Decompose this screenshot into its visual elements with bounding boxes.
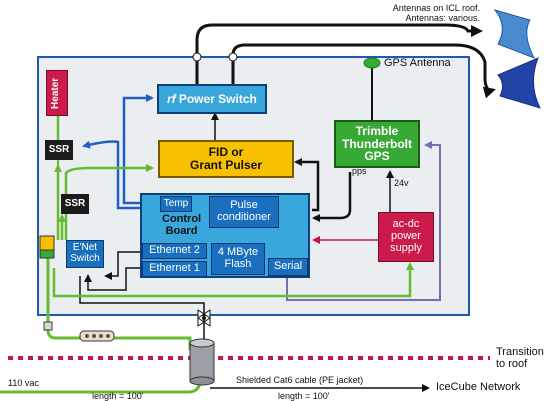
ethernet2-line [104,251,140,280]
heater-label: Heater [50,77,62,109]
ssr-heater-label: SSR [48,143,70,155]
antenna-1-icon [493,9,536,59]
temp-box: Temp [160,196,192,212]
ethernet1-box: Ethernet 1 [142,261,207,277]
connector-node [192,52,202,62]
green-line-fid [64,164,154,240]
ethernet2-box: Ethernet 2 [142,243,207,259]
serial-box: Serial [268,258,308,276]
temp-label: Temp [163,197,189,209]
icecube-network-label: IceCube Network [436,381,521,393]
transition-label: Transition to roof [496,346,544,371]
antenna-cable-1 [195,23,483,84]
antennas-label: Antennas on ICL roof. Antennas: various. [392,3,480,24]
24v-label: 24v [394,178,409,188]
green-line-acdc [52,262,414,298]
fid-pulser-box: FID or Grant Pulser [158,140,294,178]
rf-label: rf [167,91,176,106]
cable-label: Shielded Cat6 cable (PE jacket) [236,375,364,385]
length-right-label: length = 100' [278,391,330,401]
control-board-label: Control Board [162,213,202,238]
feedthrough-node [202,316,206,320]
ethernet1-line [84,267,140,291]
rf-power-switch-box: rf Power Switch [157,84,267,114]
antenna-cable-2 [231,43,496,99]
ethernet1-label: Ethernet 1 [149,262,200,275]
gps-antenna-label: GPS Antenna [384,57,451,69]
trimble-gps-box: Trimble Thunderbolt GPS [334,120,420,168]
gps-antenna-icon [363,57,381,69]
pulse-conditioner-box: Pulse conditioner [209,196,279,228]
power-strip [79,330,115,342]
blue-ssr-line [82,140,140,210]
rf-power-switch-label: Power Switch [178,91,257,106]
acdc-power-supply-box: ac-dc power supply [378,212,434,262]
feedthrough-icon [197,309,211,327]
flash-box: 4 MByte Flash [211,243,265,275]
ssr-box: SSR [61,194,89,214]
power-plug [43,321,53,331]
antenna-2-icon [497,57,541,109]
pps-line [312,172,352,222]
serial-to-gps-line [286,141,441,301]
connector-node [228,52,238,62]
ssr-heater-box: SSR [45,140,73,160]
outlet-block [39,235,55,259]
length-left-label: length = 100' [92,391,144,401]
ethernet2-label: Ethernet 2 [149,244,200,257]
blue-control-line [122,94,154,205]
enet-switch-box: E'Net Switch [66,240,104,268]
pps-label: pps [352,166,367,176]
junction-canister [189,338,215,386]
vac-label: 110 vac [8,378,39,388]
control-to-fid-line [294,158,320,212]
serial-label: Serial [273,260,303,273]
heater-box: Heater [46,70,68,116]
ssr-label: SSR [64,197,86,209]
